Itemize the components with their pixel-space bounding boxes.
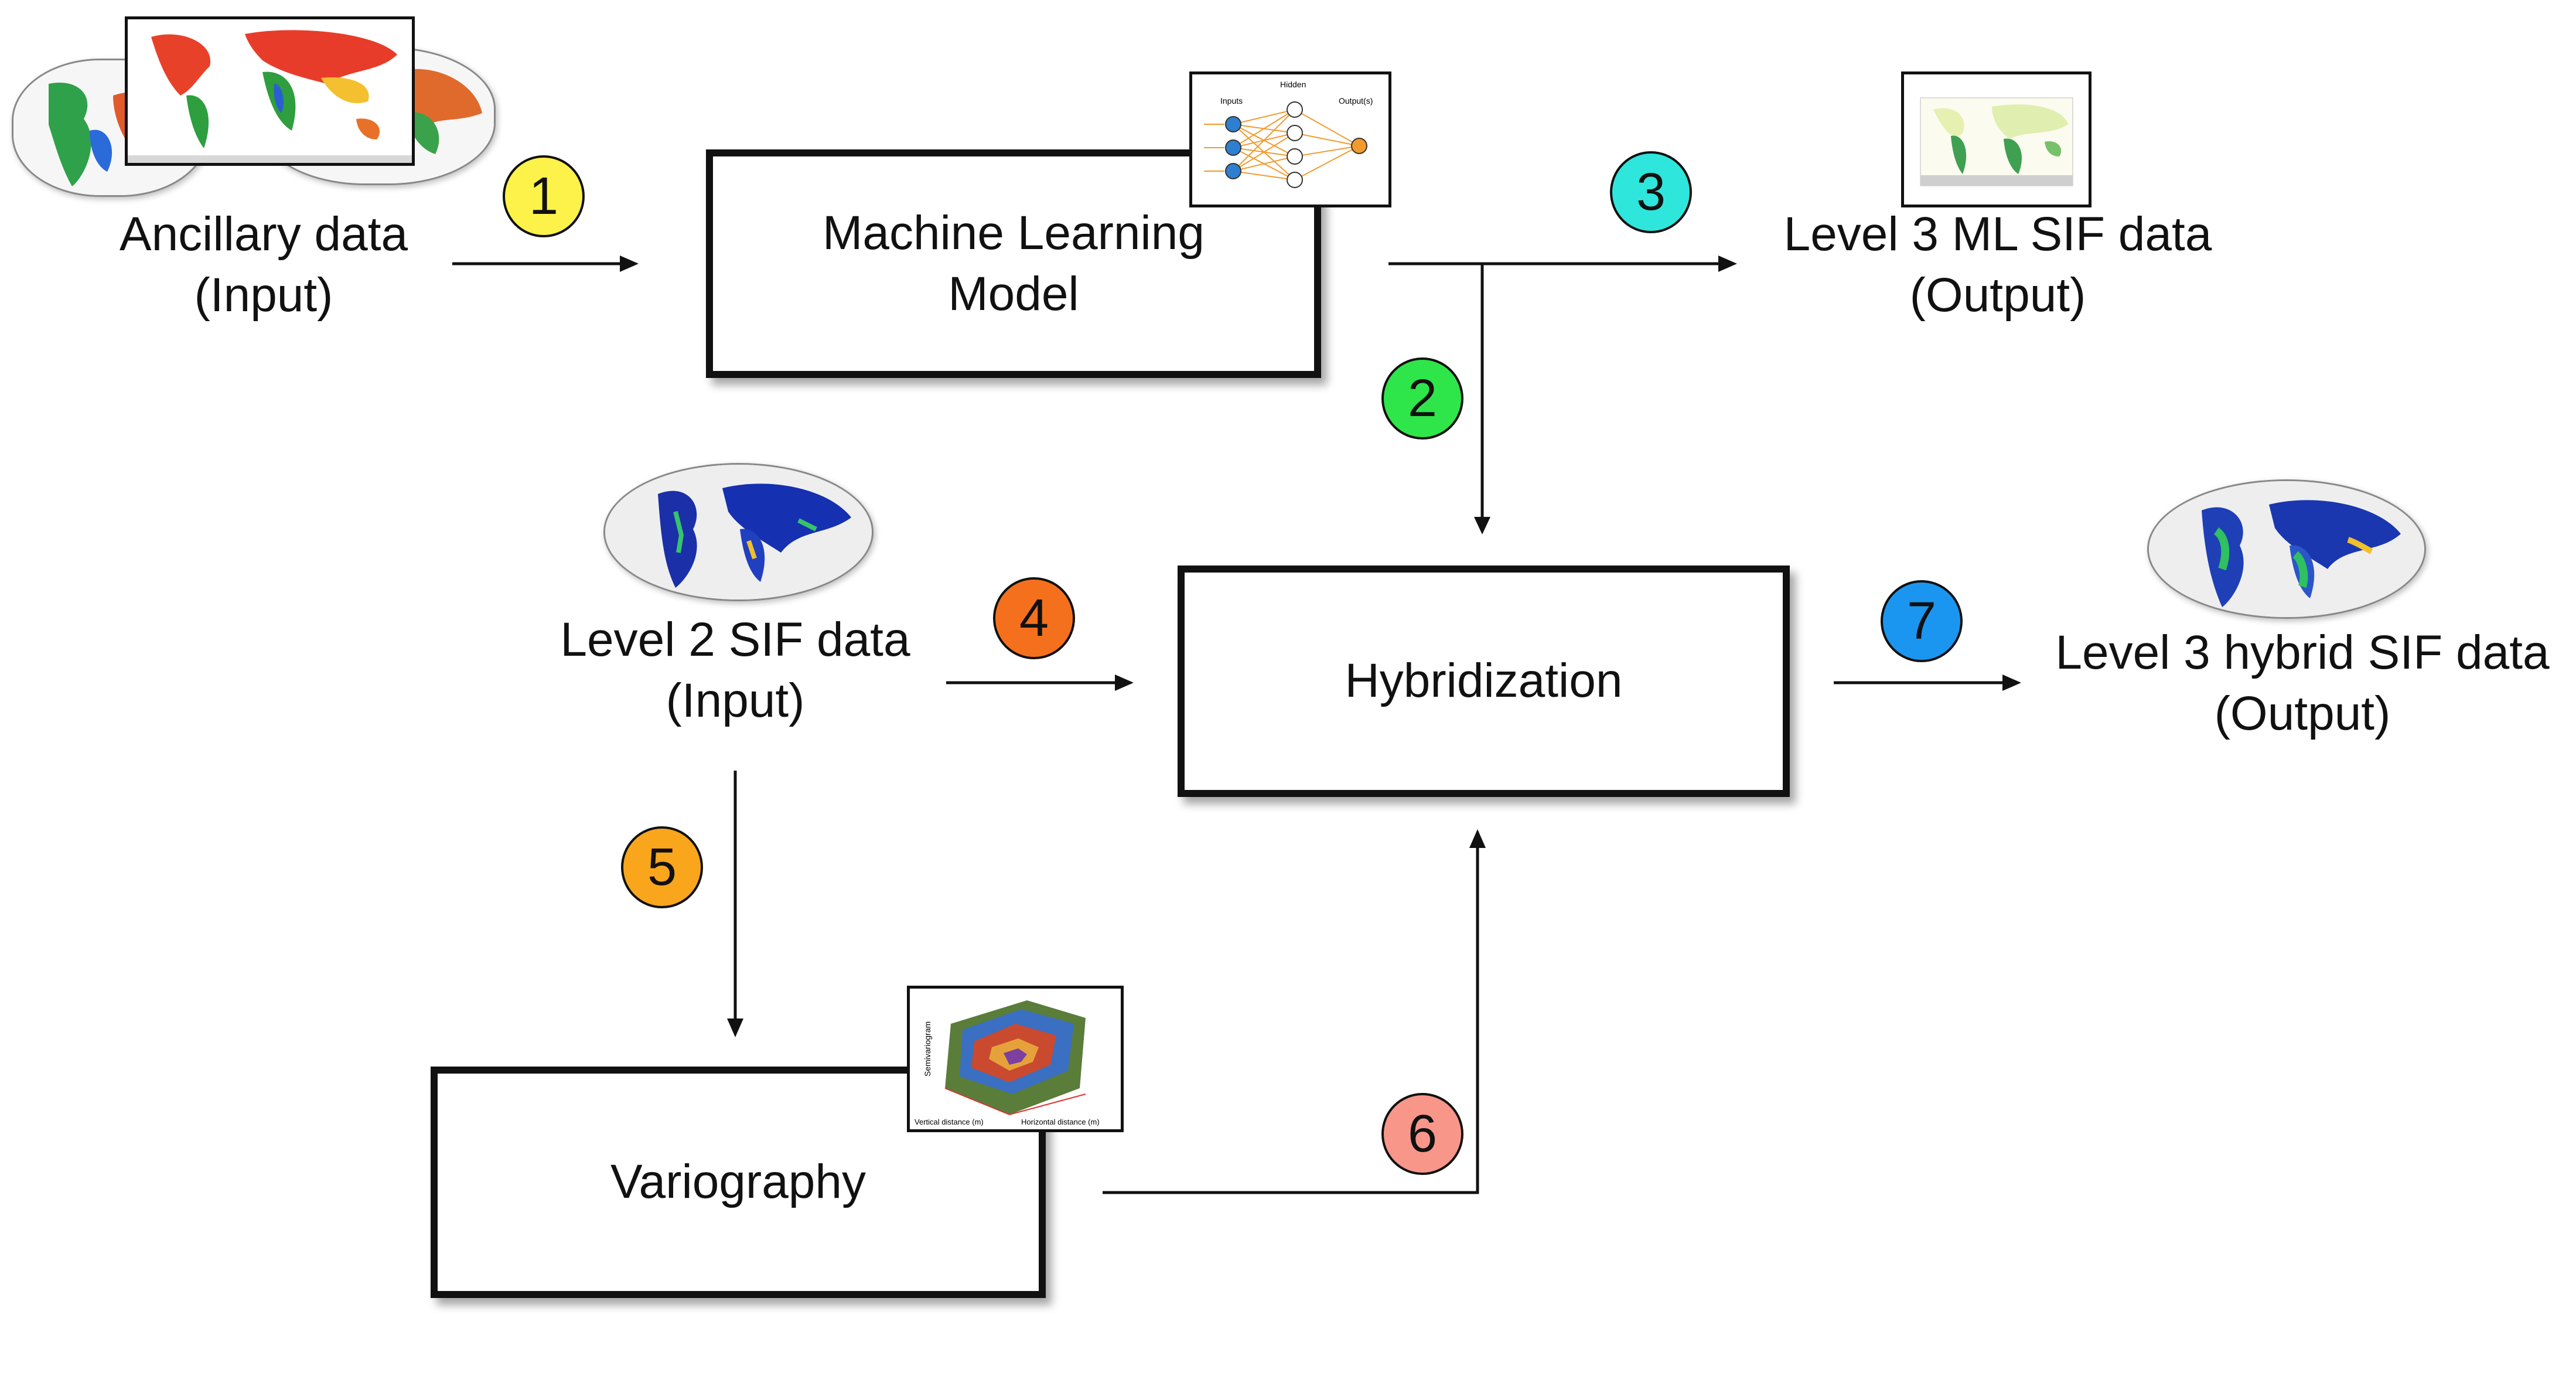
arrowhead-6 <box>1469 829 1486 848</box>
ml-model-line1: Machine Learning <box>823 206 1205 260</box>
step-number-3: 3 <box>1636 162 1666 222</box>
hybridization-label: Hybridization <box>1345 654 1623 708</box>
nn-inputs-label: Inputs <box>1220 96 1243 105</box>
level3-hybrid-line2: (Output) <box>2214 687 2391 741</box>
step-number-7: 7 <box>1906 591 1937 650</box>
arrowhead-4 <box>1115 675 1134 691</box>
step-badge-1: 1 <box>503 155 585 237</box>
level2-globe-icon <box>603 463 874 601</box>
level3-hybrid-label: Level 3 hybrid SIF data (Output) <box>2039 622 2566 744</box>
step-badge-4: 4 <box>993 577 1075 659</box>
level3-hybrid-globe-icon <box>2147 479 2426 619</box>
level2-sif-label: Level 2 SIF data (Input) <box>516 609 955 731</box>
variography-label: Variography <box>610 1155 866 1209</box>
ancillary-line1: Ancillary data <box>119 207 408 261</box>
arrowhead-7 <box>2002 675 2021 691</box>
level2-line1: Level 2 SIF data <box>560 613 910 666</box>
step-number-1: 1 <box>528 166 559 226</box>
nn-hidden-label: Hidden <box>1280 80 1306 89</box>
vario-xlabel-a: Vertical distance (m) <box>915 1118 984 1126</box>
arrowhead-2 <box>1474 517 1490 534</box>
step-badge-2: 2 <box>1381 357 1463 440</box>
level3-hybrid-line1: Level 3 hybrid SIF data <box>2055 626 2550 679</box>
hybridization-box: Hybridization <box>1178 566 1790 797</box>
step-badge-7: 7 <box>1881 580 1963 662</box>
vario-xlabel-b: Horizontal distance (m) <box>1021 1118 1100 1126</box>
surface-plot-icon: Semivariogram Vertical distance (m) Hori… <box>907 986 1124 1132</box>
machine-learning-model-box: Machine Learning Model <box>706 149 1321 378</box>
ml-model-line2: Model <box>948 267 1079 321</box>
level3-ml-line1: Level 3 ML SIF data <box>1783 207 2212 261</box>
arrowhead-1 <box>620 256 639 272</box>
level3-ml-label: Level 3 ML SIF data (Output) <box>1752 204 2244 326</box>
step-badge-5: 5 <box>621 826 703 908</box>
step-number-4: 4 <box>1019 588 1049 648</box>
level3-ml-line2: (Output) <box>1909 268 2086 322</box>
world-map-icon-main <box>125 16 415 166</box>
arrowhead-3 <box>1718 256 1737 272</box>
step-number-6: 6 <box>1407 1104 1438 1163</box>
ancillary-data-label: Ancillary data (Input) <box>70 204 457 326</box>
neural-network-icon: Inputs Hidden Output(s) <box>1189 71 1391 207</box>
level3-ml-map-icon <box>1901 71 2091 207</box>
level2-line2: (Input) <box>666 674 805 728</box>
step-number-5: 5 <box>647 837 677 897</box>
ancillary-line2: (Input) <box>194 268 333 322</box>
vario-ylabel: Semivariogram <box>923 1021 932 1077</box>
step-number-2: 2 <box>1407 369 1438 428</box>
step-badge-3: 3 <box>1610 151 1692 233</box>
arrow-variography-to-hybrid <box>1103 844 1479 1194</box>
nn-outputs-label: Output(s) <box>1339 96 1373 105</box>
arrowhead-5 <box>727 1018 743 1037</box>
step-badge-6: 6 <box>1381 1093 1463 1175</box>
